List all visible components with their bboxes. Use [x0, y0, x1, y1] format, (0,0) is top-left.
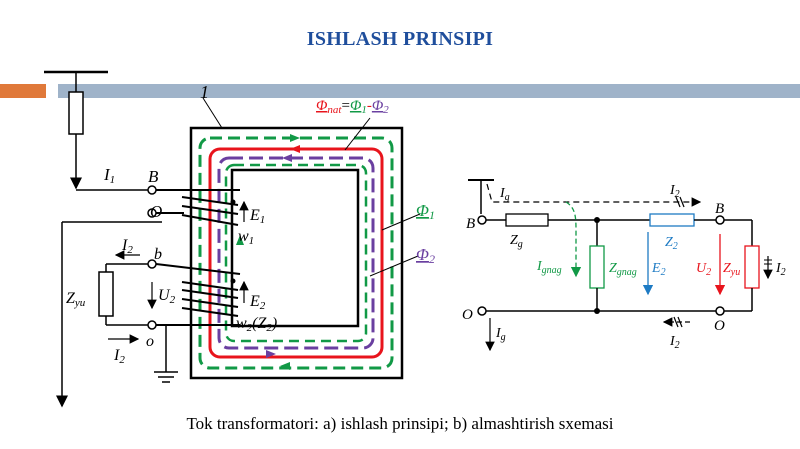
e2-right-label: E2: [651, 261, 666, 278]
zyu-label: Zyu: [66, 290, 86, 309]
u2-right-label: U2: [696, 261, 711, 278]
i2-bottom-label: I2: [113, 347, 125, 366]
terminal-B-upper: [147, 185, 157, 195]
ig-bottom-label: Ig: [495, 326, 506, 343]
terminal-B-right: [715, 215, 725, 225]
primary-fuse: [68, 91, 84, 135]
phi1-label: Φ1: [416, 201, 435, 222]
page-title: ISHLASH PRINSIPI: [306, 28, 494, 50]
secondary-winding: [155, 263, 249, 326]
primary-winding: [156, 189, 249, 226]
i2-top-right-label: I2: [669, 183, 680, 200]
zyu-right-label: Zyu: [723, 261, 740, 278]
ig-top-label: Ig: [499, 186, 510, 203]
zgnag-resistor: [589, 245, 605, 289]
w2-label: w2(Z2): [236, 315, 277, 334]
i2-top-label: I2: [121, 237, 133, 256]
e2-label: E2: [249, 293, 266, 312]
terminal-B-left: [477, 215, 487, 225]
i1-label: I1: [103, 165, 115, 186]
terminal-O-right-label: O: [714, 318, 725, 334]
left-diagram: 1 Φnat=Φ1-Φ2 Φ1 Φ2 I1 B O E1 w1 I2 b U2 …: [44, 70, 435, 408]
terminal-B-upper-label: B: [148, 167, 159, 186]
core-window: [230, 168, 360, 328]
zg-resistor: [505, 213, 549, 227]
u2-left-label: U2: [158, 287, 176, 306]
core-outer: [189, 126, 404, 380]
e1-label: E1: [249, 207, 265, 226]
i2-bottom-right-label: I2: [669, 334, 680, 351]
terminal-o-lower-label: o: [146, 333, 154, 350]
terminal-O-upper-label: O: [150, 202, 162, 221]
terminal-B-right-label: B: [715, 201, 724, 217]
load-zyu: [98, 271, 114, 317]
flux-loop-inner-green: [224, 163, 368, 343]
zyu-resistor: [744, 245, 760, 289]
flux-loop-purple: [217, 156, 375, 350]
i2-load-label: I2: [775, 261, 786, 278]
terminal-O-left: [477, 306, 487, 316]
terminal-o-lower: [147, 320, 157, 330]
right-diagram: B O B O Ig Ig I2 I2 Zg Z2 Ignag Zgnag E2…: [462, 179, 786, 352]
terminal-b-lower-label: b: [154, 246, 162, 263]
header-band-blue: [58, 84, 800, 98]
figure-caption: Tok transformatori: a) ishlash prinsipi;…: [186, 414, 614, 433]
flux-loop-outer-green: [198, 136, 394, 370]
terminal-O-right: [715, 306, 725, 316]
phi2-label: Φ2: [416, 245, 435, 266]
zg-label: Zg: [510, 233, 523, 250]
terminal-B-left-label: B: [466, 216, 475, 232]
flux-equation: Φnat=Φ1-Φ2: [316, 98, 389, 116]
z2-resistor: [649, 213, 695, 227]
zgnag-label: Zgnag: [609, 261, 637, 278]
z2-right-label: Z2: [665, 235, 678, 252]
terminal-O-left-label: O: [462, 307, 473, 323]
header-band-orange: [0, 84, 46, 98]
ignag-label: Ignag: [536, 259, 562, 276]
core-label: 1: [200, 82, 209, 102]
w1-label: w1: [238, 228, 254, 247]
